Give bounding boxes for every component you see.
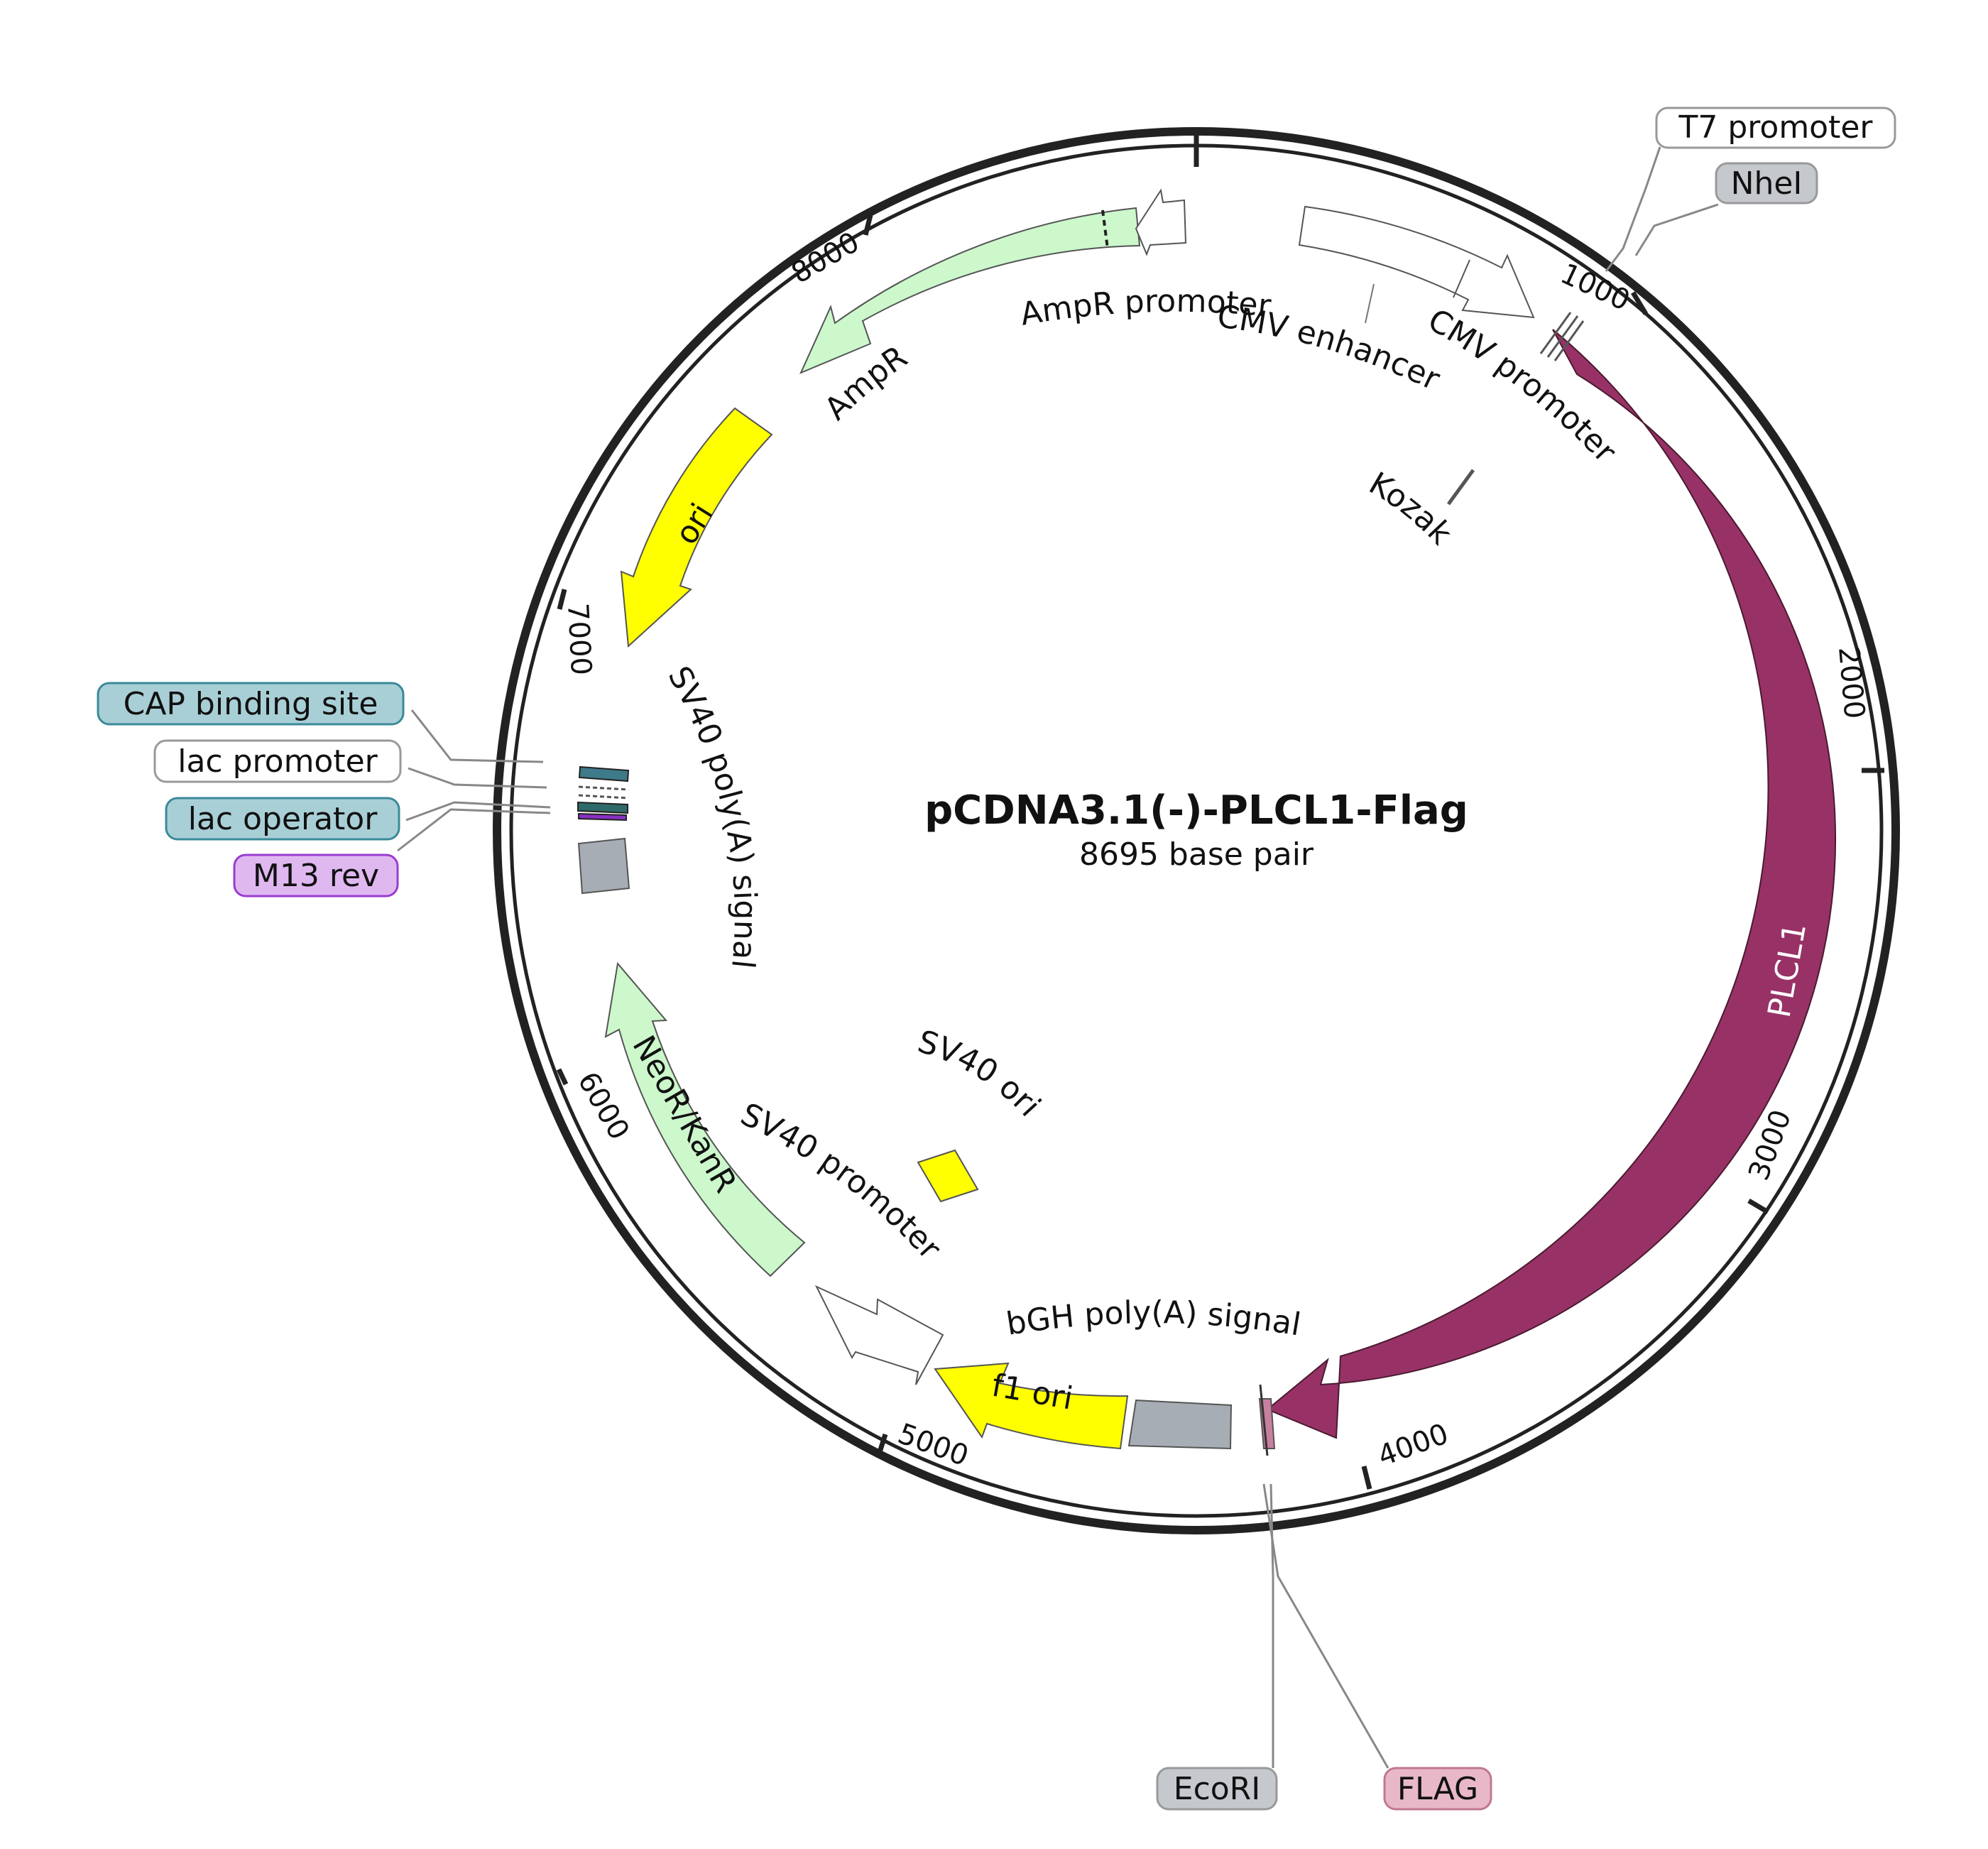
tick-8000 (863, 214, 873, 236)
nhei-text: NheI (1731, 165, 1803, 202)
sv40-ori-box (917, 1149, 979, 1203)
flag-ecori-marks (1258, 1384, 1276, 1456)
lac-prom-bar (578, 785, 629, 791)
callout-flag[interactable]: FLAG (1383, 1767, 1492, 1811)
cap-bar (578, 765, 630, 782)
callout-m13-rev[interactable]: M13 rev (233, 853, 399, 898)
lac-region-bars (577, 765, 630, 822)
ori-arrow (620, 407, 773, 648)
cmv-divider (1453, 259, 1470, 298)
lac-operator-text: lac operator (188, 801, 378, 837)
cmv-enhancer-leader (1365, 283, 1375, 324)
tick-3000 (1747, 1198, 1769, 1215)
t7-nhei-marks (1539, 312, 1585, 361)
lac-op-leader (405, 801, 551, 822)
kozak-label: Kozak (1363, 465, 1460, 552)
f1-ori-arrow (934, 1362, 1129, 1450)
feature-kozak[interactable]: Kozak (1363, 465, 1475, 552)
feature-f1-ori[interactable]: f1 ori (934, 1362, 1129, 1450)
tick-7000 (557, 589, 567, 610)
flag-text: FLAG (1397, 1771, 1478, 1807)
t7-leader (1605, 146, 1661, 272)
flag-leader (1262, 1483, 1389, 1769)
callout-lac-operator[interactable]: lac operator (165, 797, 400, 841)
lac-promoter-text: lac promoter (178, 743, 378, 780)
tick-label-4000: 4000 (1374, 1417, 1453, 1473)
cap-binding-site-text: CAP binding site (124, 686, 378, 722)
callout-leaders (397, 146, 1719, 1769)
bgh-polya-box (1127, 1399, 1233, 1450)
kozak-mark (1446, 469, 1475, 506)
cmv-promoter-label: CMV promoter (1422, 302, 1624, 470)
callout-cap-binding-site[interactable]: CAP binding site (97, 682, 405, 726)
feature-ori[interactable]: ori (620, 407, 773, 648)
m13-rev-text: M13 rev (253, 858, 379, 894)
ecori-text: EcoRI (1174, 1771, 1260, 1807)
tick-1000 (1630, 291, 1649, 315)
callout-t7-promoter[interactable]: T7 promoter (1655, 107, 1896, 149)
ecori-leader (1269, 1483, 1274, 1768)
plasmid-length: 8695 base pair (1079, 836, 1314, 873)
tick-label-2000: 2000 (1832, 645, 1871, 720)
feature-sv40-ori[interactable]: SV40 ori (914, 1023, 1048, 1203)
cmv-enhancer-label: CMV enhancer (1216, 298, 1446, 398)
callout-lac-promoter[interactable]: lac promoter (153, 739, 402, 783)
neor-arrow (604, 961, 806, 1277)
m13-bar (578, 812, 627, 822)
ampr-divider (1101, 209, 1109, 249)
plcl1-arrow (1266, 329, 1837, 1439)
feature-plcl1[interactable]: PLCL1 (1266, 329, 1837, 1439)
callout-nhei[interactable]: NheI (1715, 162, 1818, 204)
plasmid-title: pCDNA3.1(-)-PLCL1-Flag (924, 787, 1468, 834)
lac-prom-leader (408, 767, 547, 789)
ampr-promoter-arrow (1135, 188, 1187, 256)
sv40-polya-label: SV40 poly(A) signal (661, 660, 763, 970)
sv40-ori-label: SV40 ori (914, 1023, 1048, 1123)
bgh-polya-label: bGH poly(A) signal (1004, 1294, 1304, 1343)
nhei-leader (1634, 203, 1719, 256)
sv40-polya-box (577, 837, 630, 895)
ampr-arrow (799, 207, 1141, 374)
tick-5000 (876, 1433, 888, 1456)
cmv-arrow (1298, 205, 1535, 319)
tick-label-7000: 7000 (561, 602, 597, 676)
cap-leader (410, 709, 544, 763)
tick-4000 (1361, 1466, 1372, 1490)
lac-op-bar (577, 801, 628, 814)
t7-promoter-text: T7 promoter (1678, 109, 1873, 146)
tick-marks (556, 131, 1884, 1490)
sv40-promoter-arrow (814, 1285, 944, 1385)
tick-label-1000: 1000 (1556, 257, 1635, 317)
tick-6000 (556, 1068, 569, 1086)
m13-leader (397, 808, 551, 852)
callout-ecori[interactable]: EcoRI (1156, 1767, 1278, 1811)
